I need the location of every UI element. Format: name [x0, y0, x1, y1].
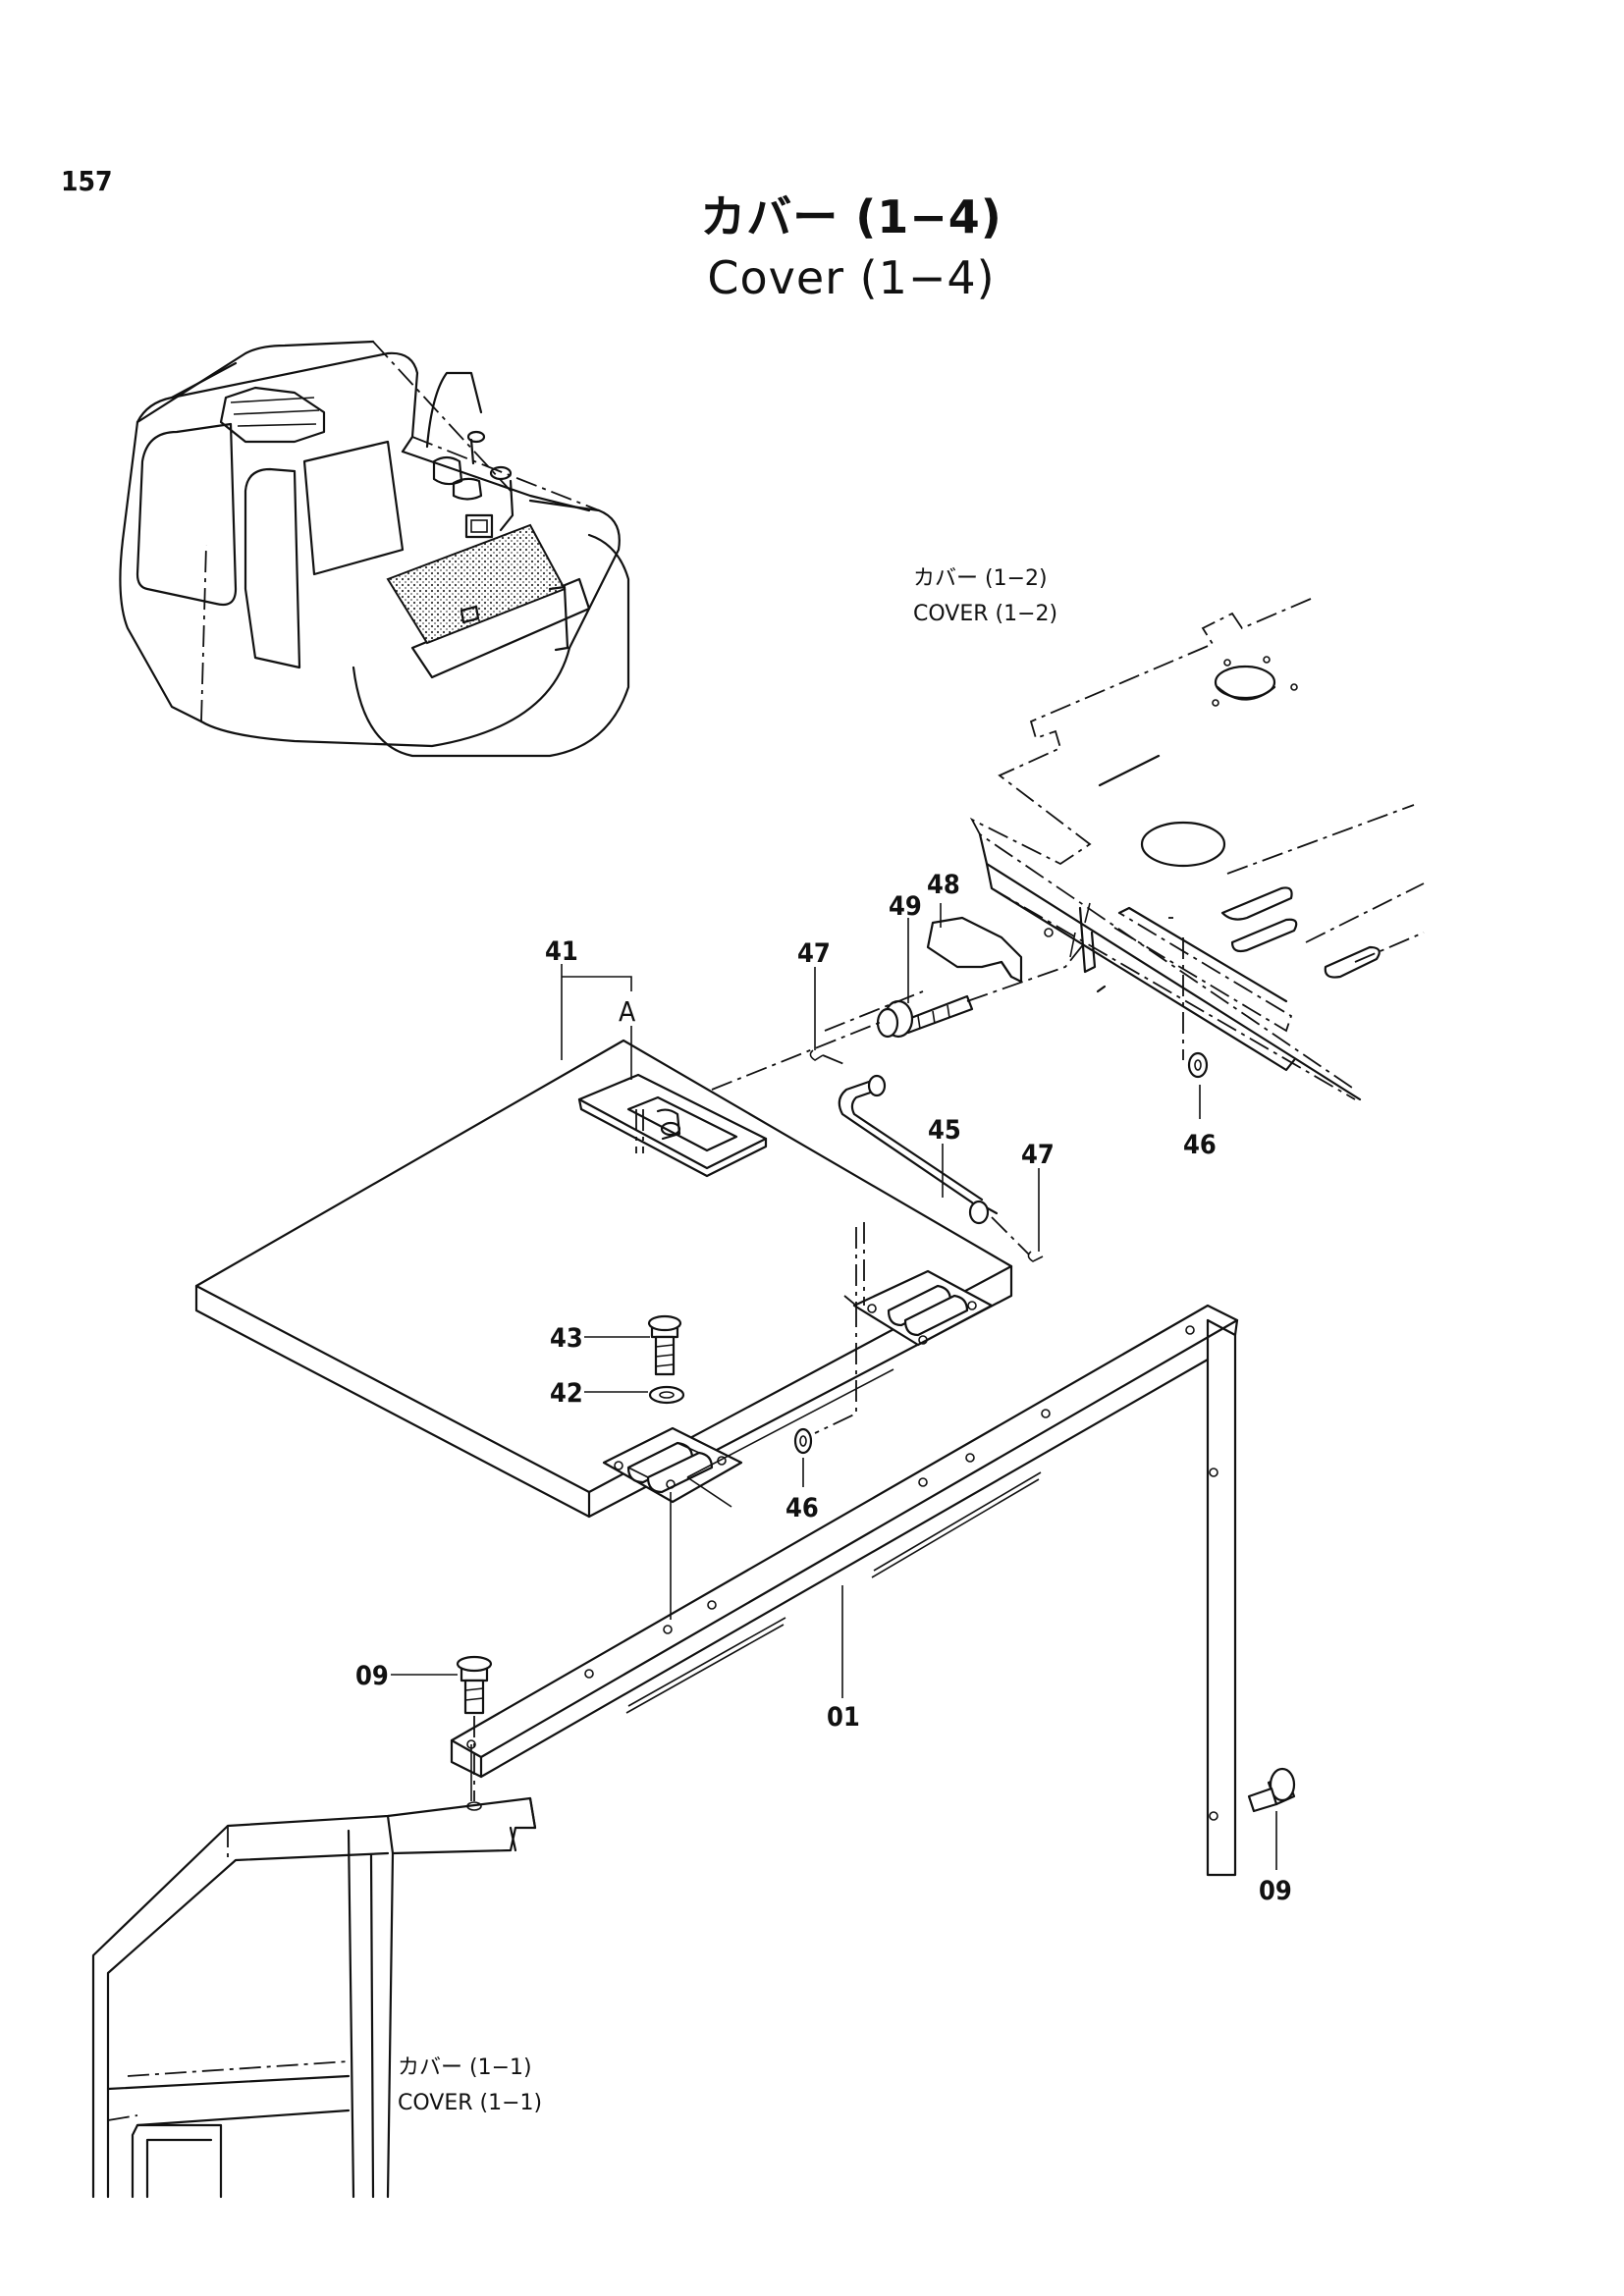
callout-48: 48 [927, 870, 960, 900]
callout-43: 43 [550, 1323, 583, 1354]
reference-cover-1-2-jp: カバー (1−2) [913, 566, 1048, 591]
reference-cover-1-2: カバー (1−2) COVER (1−2) [913, 566, 1057, 626]
callout-47-upper: 47 [797, 938, 831, 969]
leader-lines [391, 902, 1277, 1870]
washer-46 [793, 1051, 1209, 1455]
callout-01: 01 [827, 1702, 860, 1733]
reference-cover-1-1-jp: カバー (1−1) [398, 2056, 532, 2080]
callout-46-right: 46 [1183, 1130, 1217, 1160]
machine-overview [119, 340, 630, 758]
callout-09-right: 09 [1259, 1876, 1292, 1906]
callout-42: 42 [550, 1378, 583, 1409]
page-title: カバー (1−4) Cover (1−4) [0, 187, 1624, 308]
reference-cover-1-2-en: COVER (1−2) [913, 602, 1057, 626]
cover-1-1-frame [91, 1796, 537, 2199]
title-english: Cover (1−4) [707, 251, 996, 304]
callout-labels: 41 A 47 49 48 45 47 46 43 42 46 09 01 09 [355, 870, 1292, 1906]
washer-42 [648, 1385, 685, 1405]
callout-45: 45 [928, 1115, 961, 1146]
cover-1-2-plate [969, 598, 1425, 1101]
reference-cover-1-1-en: COVER (1−1) [398, 2091, 542, 2115]
callout-41: 41 [545, 936, 578, 967]
callout-09-left: 09 [355, 1661, 389, 1691]
reference-cover-1-1: カバー (1−1) COVER (1−1) [398, 2056, 542, 2115]
bracket-48 [926, 916, 1054, 984]
bolt-09 [456, 1655, 1296, 1813]
page-number: 157 [61, 165, 113, 197]
bolt-49 [876, 994, 974, 1039]
cover-panel-41 [194, 1039, 1013, 1519]
title-japanese: カバー (1−4) [700, 190, 1002, 243]
bolt-43 [647, 1314, 682, 1376]
callout-47-lower: 47 [1021, 1140, 1055, 1170]
rod-45 [838, 1074, 999, 1225]
callout-46-left: 46 [785, 1493, 819, 1523]
callout-49: 49 [889, 891, 922, 922]
pin-47 [809, 1049, 1044, 1262]
callout-A: A [619, 995, 636, 1028]
